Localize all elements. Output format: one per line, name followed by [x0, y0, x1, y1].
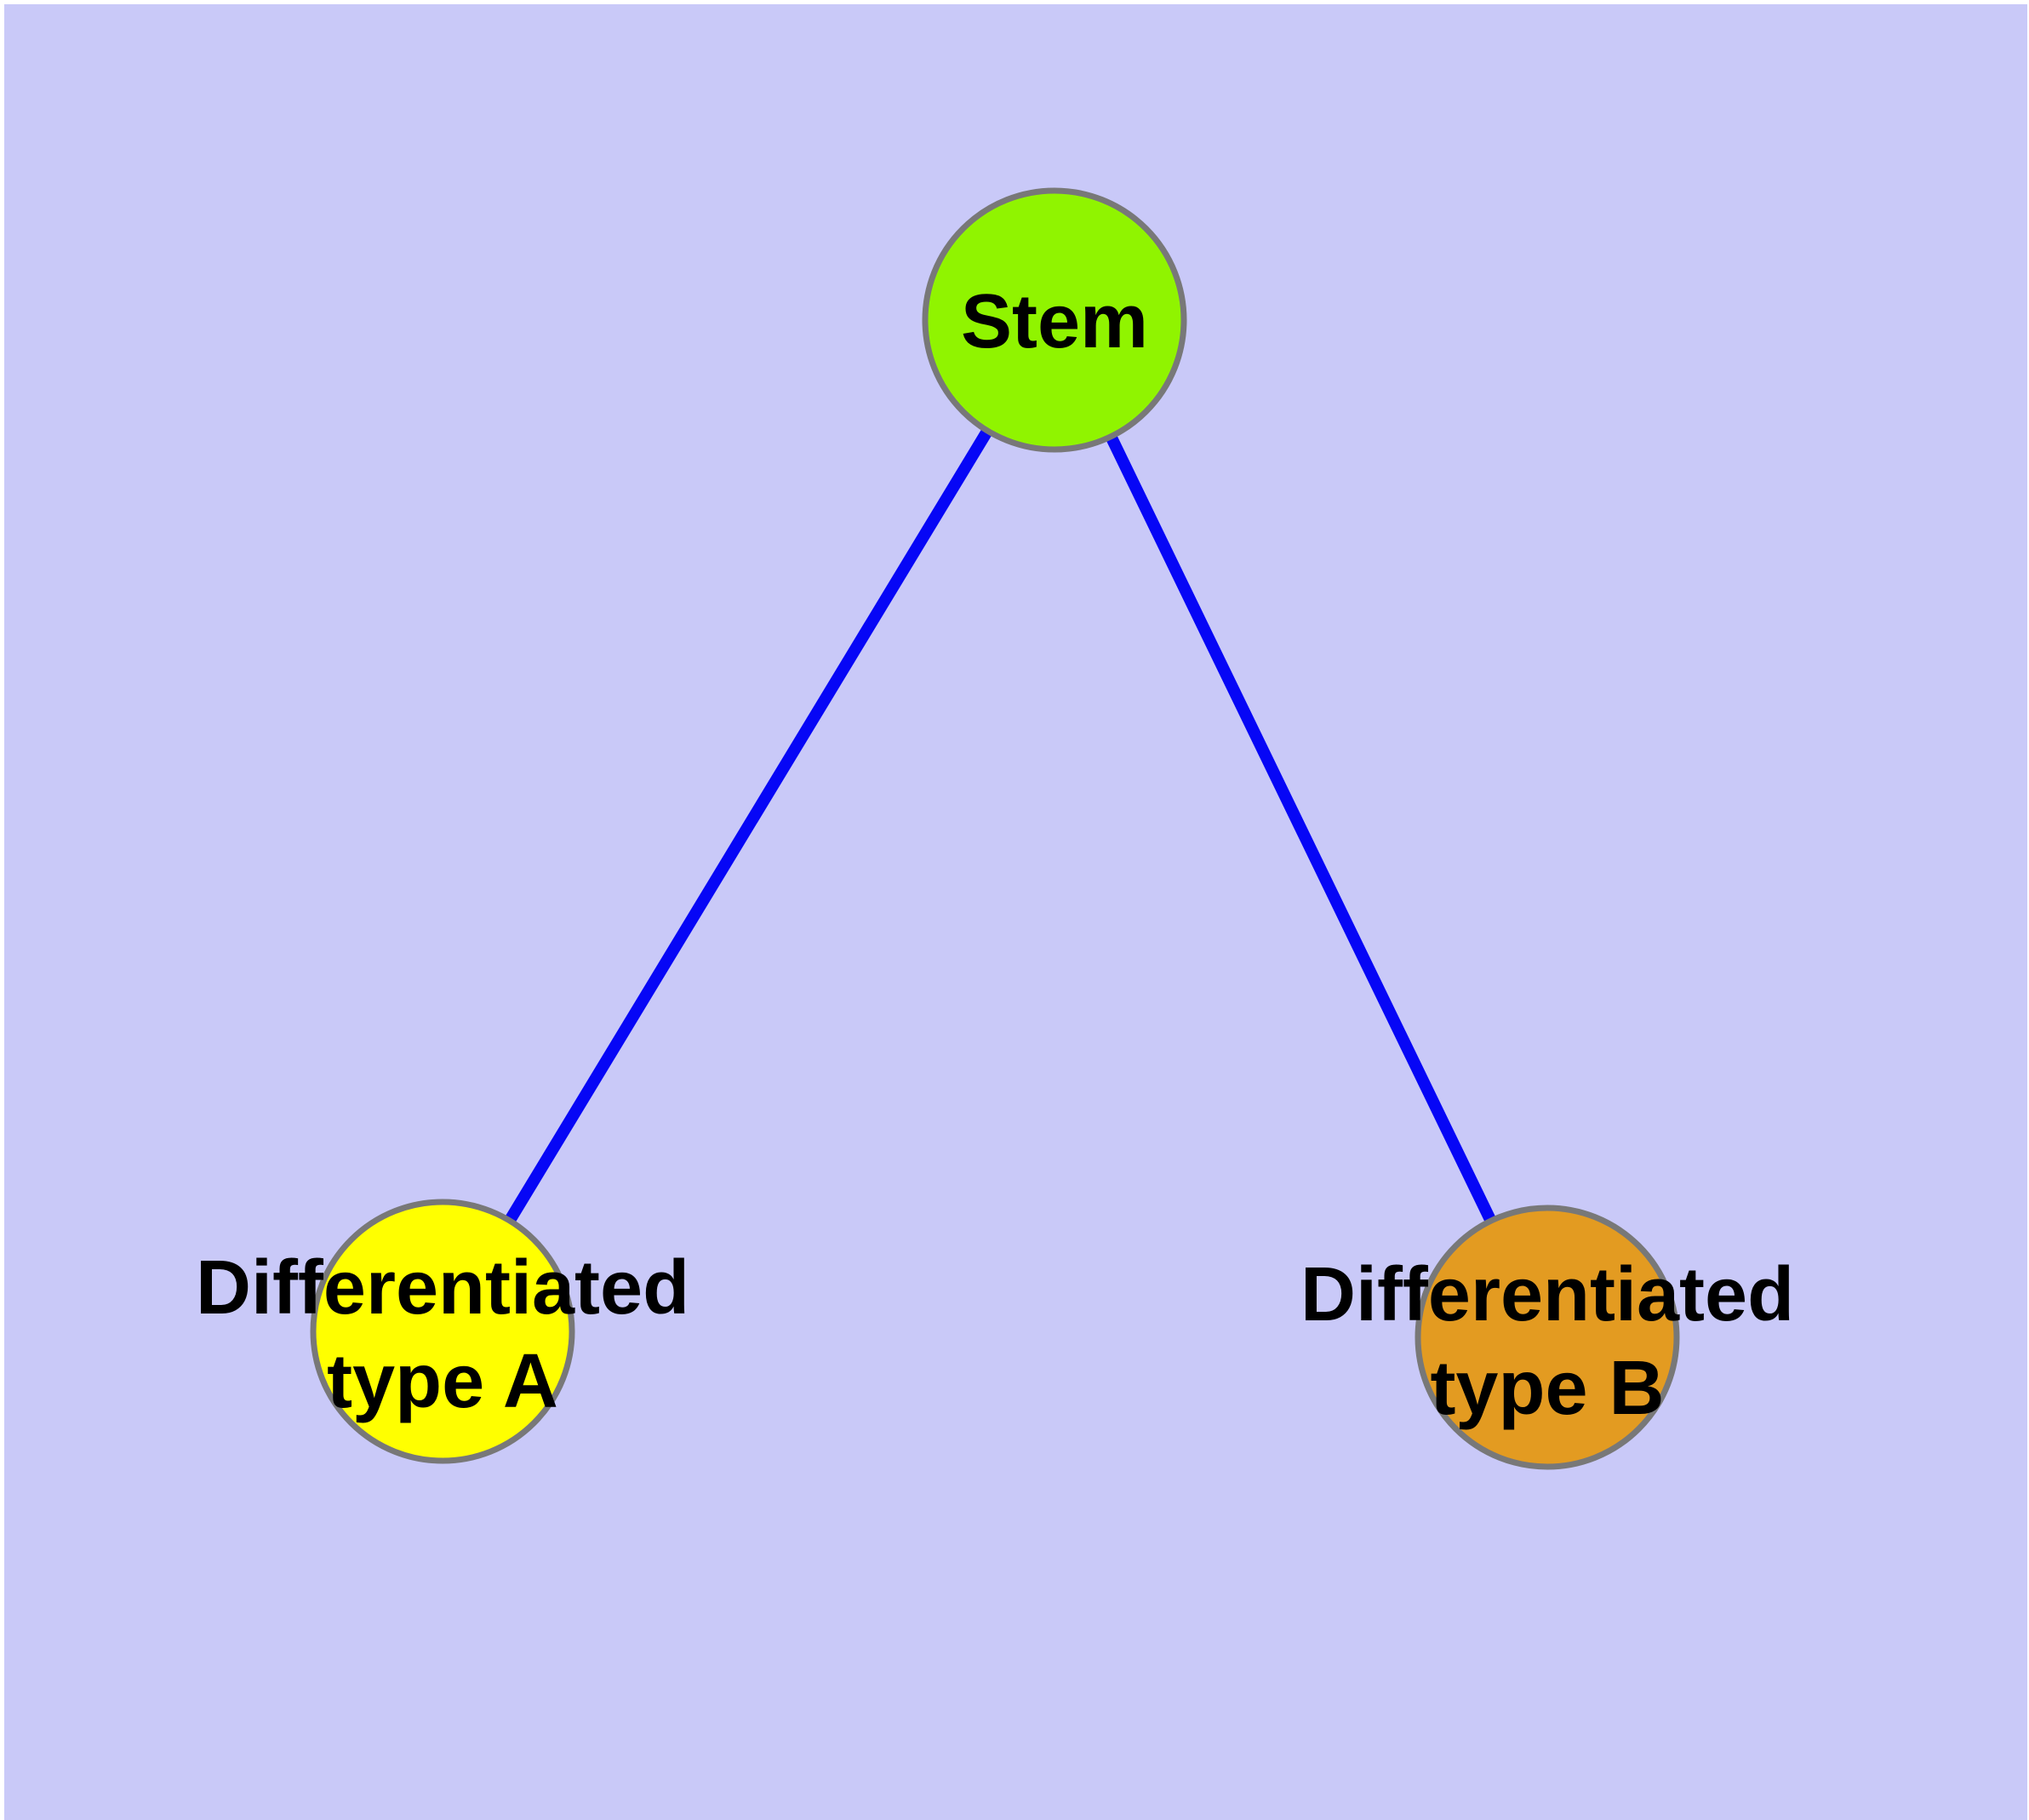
- edge-stem-to-type-b: [1049, 317, 1553, 1341]
- node-label-line: Stem: [960, 279, 1149, 364]
- node-stem-label: Stem: [961, 275, 1148, 369]
- node-type-b-circle: [1415, 1205, 1680, 1470]
- edge-stem-to-type-a: [437, 317, 1060, 1335]
- node-stem-circle: [922, 187, 1187, 453]
- node-label-line: type A: [327, 1339, 558, 1424]
- node-label-line: Differentiated: [1300, 1252, 1795, 1337]
- node-type-b-label: Differentiated type B: [1300, 1248, 1794, 1435]
- node-type-a-circle: [310, 1199, 575, 1464]
- node-label-line: Differentiated: [195, 1245, 690, 1331]
- node-type-a-label: Differentiated type A: [196, 1241, 689, 1428]
- node-label-line: type B: [1430, 1346, 1665, 1431]
